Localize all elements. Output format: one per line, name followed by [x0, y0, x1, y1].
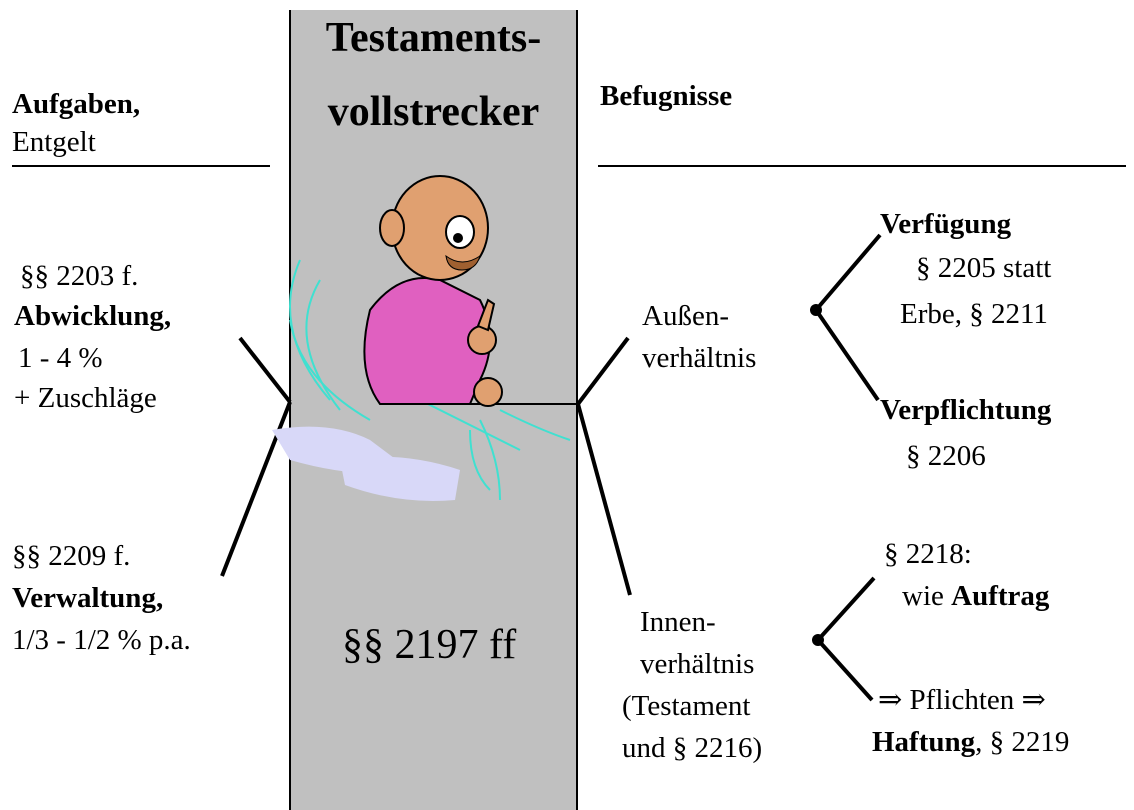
fork-lower-line-1: [816, 576, 876, 642]
left-line-lower: [220, 401, 292, 577]
center-title-line1: Testaments-: [325, 15, 542, 61]
left-block2-line1: §§ 2209 f.: [12, 540, 131, 572]
left-block1-line4: + Zuschläge: [14, 382, 157, 414]
verfuegung-title: Verfügung: [880, 208, 1012, 240]
left-block1-line1: §§ 2203 f.: [20, 260, 139, 292]
lawyer-cartoon-icon: [272, 175, 578, 501]
center-paragraph: §§ 2197 ff: [342, 622, 517, 668]
pflichten-line2: Haftung, § 2219: [872, 726, 1070, 758]
left-block2-line3: 1/3 - 1/2 % p.a.: [12, 624, 191, 656]
aussen-line2: verhältnis: [642, 342, 757, 374]
left-header-normal: Entgelt: [12, 126, 96, 158]
verpflichtung-title: Verpflichtung: [880, 394, 1052, 426]
fork-upper-line-1: [814, 233, 882, 312]
center-title-line2: vollstrecker: [327, 89, 540, 135]
verfuegung-line2: Erbe, § 2211: [900, 298, 1048, 330]
left-block2-line2: Verwaltung,: [12, 582, 164, 614]
left-block1-line2: Abwicklung,: [14, 300, 172, 332]
innen-line1: Innen-: [640, 606, 716, 638]
right-header-bold: Befugnisse: [600, 80, 733, 112]
innen-line4: und § 2216): [622, 732, 763, 764]
left-header-bold: Aufgaben,: [12, 88, 141, 120]
right-line-lower: [576, 403, 632, 596]
left-line-upper: [238, 336, 292, 404]
right-header-rule: [598, 165, 1126, 167]
left-block1-line3: 1 - 4 %: [18, 342, 103, 374]
right-line-upper: [576, 336, 630, 406]
pflichten-line1: ⇒ Pflichten ⇒: [878, 684, 1046, 716]
center-column: [289, 10, 578, 810]
verpflichtung-line1: § 2206: [906, 440, 986, 472]
auftrag-line2: wie Auftrag: [902, 580, 1050, 612]
innen-line2: verhältnis: [640, 648, 755, 680]
aussen-line1: Außen-: [642, 300, 729, 332]
verfuegung-line1: § 2205 statt: [916, 252, 1052, 284]
auftrag-line1: § 2218:: [884, 538, 972, 570]
innen-line3: (Testament: [622, 690, 751, 722]
fork-lower-line-2: [816, 638, 874, 702]
fork-upper-line-2: [814, 308, 880, 402]
left-header-rule: [12, 165, 270, 167]
